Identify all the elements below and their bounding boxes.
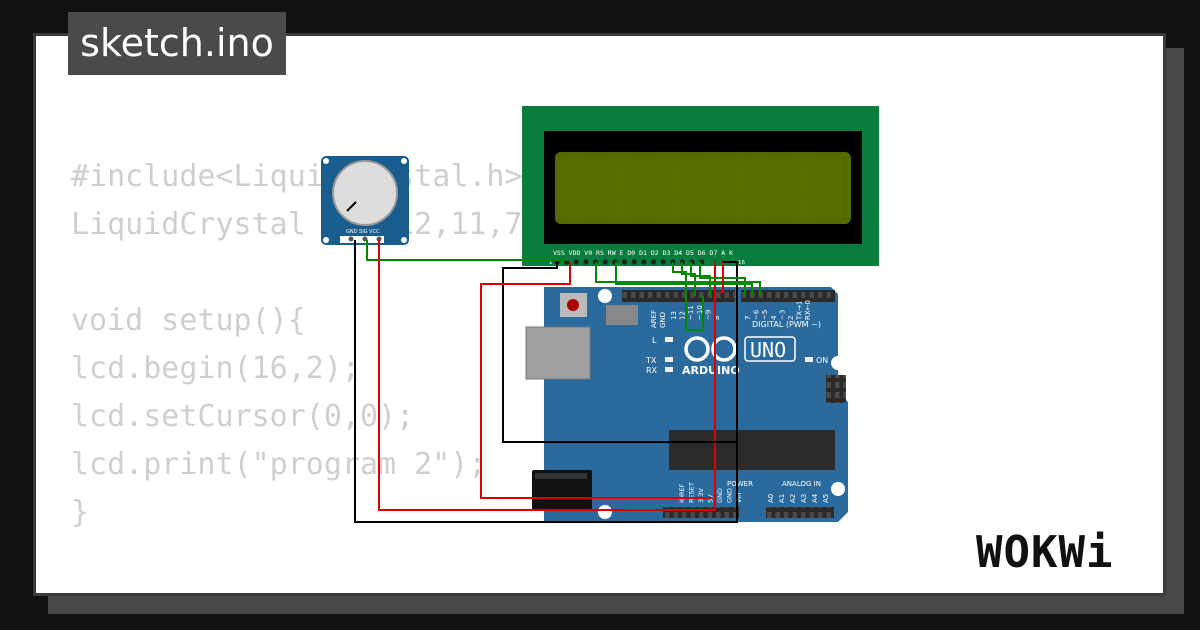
power-pin-label: GND <box>726 488 734 503</box>
analog-pin-label: A1 <box>778 494 786 503</box>
digital-header-label: DIGITAL (PWM ~) <box>752 320 821 329</box>
digital-pin-label: ~11 <box>687 305 695 320</box>
wire-lcd-rs <box>595 262 761 296</box>
digital-pin-label: ~6 <box>753 309 761 320</box>
digital-pin-label: 7 <box>744 316 752 320</box>
wire-lcd-e <box>615 262 753 296</box>
digital-pin-label: ~10 <box>696 305 704 320</box>
uno-label: UNO <box>750 338 786 362</box>
lcd-pin-first: 1 <box>549 260 553 266</box>
power-pin-label: 3.3V <box>697 488 705 503</box>
wire-lcd-d4 <box>672 262 704 331</box>
wire-pot-gnd <box>354 240 738 523</box>
lcd-pin[interactable] <box>631 259 637 265</box>
led-tx-label: TX <box>645 356 657 365</box>
lcd-pin[interactable] <box>602 259 608 265</box>
power-pin-label: RESET <box>688 482 696 503</box>
analog-pin-label: A2 <box>789 494 797 503</box>
digital-pin-label: TX→1 <box>796 301 804 321</box>
digital-pin-label: ~5 <box>761 310 769 320</box>
wire-pot-sig <box>366 240 568 261</box>
digital-pin-label: 12 <box>679 311 687 320</box>
wires <box>354 240 761 523</box>
lcd-pin[interactable] <box>660 259 666 265</box>
potentiometer-pin-labels: GND SIG VCC <box>346 229 380 235</box>
led-on-label: ON <box>816 356 828 365</box>
arduino-logo: ARDUINO <box>682 364 740 377</box>
power-pin-label: GND <box>716 488 724 503</box>
lcd-pin[interactable] <box>573 259 579 265</box>
lcd-pin-last: 16 <box>738 260 745 266</box>
aref-label: AREF <box>650 310 658 328</box>
code-line: void setup(){ <box>71 303 306 338</box>
code-line: lcd.begin(16,2); <box>71 351 360 386</box>
digital-pin-label: 8 <box>713 316 721 320</box>
analog-pin-label: A4 <box>811 493 819 503</box>
wire-pot-vcc <box>378 240 716 511</box>
digital-pin-label: 4 <box>770 315 778 320</box>
lcd-pin[interactable] <box>641 259 647 265</box>
lcd-pin-labels: VSS VDD V0 RS RW E D0 D1 D2 D3 D4 D5 D6 … <box>553 249 733 257</box>
digital-pin-label: ~9 <box>704 310 712 320</box>
wire-lcd-vss <box>502 262 737 443</box>
potentiometer[interactable]: GND SIG VCC <box>321 156 409 245</box>
digital-pin-label: 2 <box>787 316 795 320</box>
power-header-label: POWER <box>727 480 753 488</box>
digital-pin-label: 13 <box>670 311 678 320</box>
wire-lcd-vdd <box>480 262 712 499</box>
analog-pin-label: A0 <box>767 494 775 503</box>
wire-lcd-a <box>719 262 724 293</box>
digital-pin-label: ~3 <box>778 310 786 320</box>
led-rx-label: RX <box>646 366 658 375</box>
code-line: #include<LiquidCrystal.h> <box>71 159 523 194</box>
reset-button[interactable] <box>567 299 579 311</box>
code-line: lcd.setCursor(0,0); <box>71 399 415 434</box>
analog-pin-label: A5 <box>822 494 830 503</box>
arduino-uno[interactable]: ARDUINO UNO L TX RX ON DIGITAL (PWM ~) A… <box>525 287 848 522</box>
code-line: } <box>71 495 90 530</box>
potentiometer-knob-indicator <box>346 201 357 212</box>
wokwi-logo: WOKWi <box>976 527 1114 578</box>
lcd-pin[interactable] <box>621 259 628 265</box>
gnd-label: GND <box>659 312 667 328</box>
digital-pin-label: RX←0 <box>804 300 812 320</box>
wire-lcd-d5 <box>681 262 696 296</box>
led-l-label: L <box>652 336 657 345</box>
analog-header-label: ANALOG IN <box>782 480 821 488</box>
lcd-display[interactable]: VSS VDD V0 RS RW E D0 D1 D2 D3 D4 D5 D6 … <box>522 106 879 266</box>
lcd-pin[interactable] <box>650 259 657 265</box>
power-pin-label: IOREF <box>678 483 686 503</box>
analog-pin-label: A3 <box>800 494 808 503</box>
file-tab[interactable]: sketch.ino <box>68 12 286 75</box>
code-line: void loop(){ <box>71 585 685 593</box>
lcd-pin[interactable] <box>583 259 589 265</box>
power-pin-label: Vin <box>735 493 743 503</box>
code-line: lcd.print("program 2"); <box>71 447 487 482</box>
